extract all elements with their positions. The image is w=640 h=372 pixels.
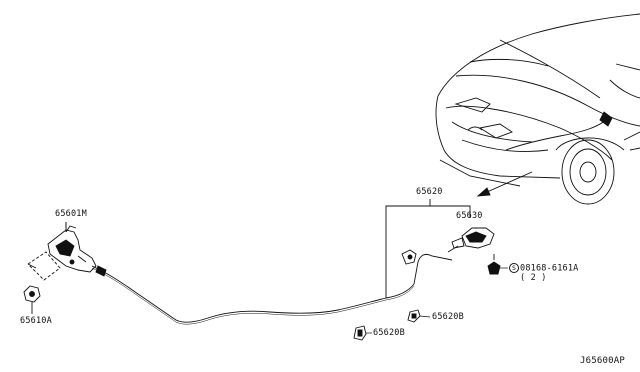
clip-65620B-right <box>408 310 420 322</box>
vehicle-front-illustration <box>436 14 640 204</box>
lock-striker-65610A <box>24 286 40 314</box>
label-bolt-qty: ( 2 ) <box>520 273 547 283</box>
location-arrow <box>476 172 532 197</box>
hood-lock-assembly <box>28 222 96 280</box>
bolt-part-number: 08168-6161A <box>520 263 579 274</box>
release-lever-65630 <box>448 228 494 252</box>
leader-lines <box>66 222 508 333</box>
bolt-symbol: S <box>509 263 519 273</box>
label-65620B-left: 65620B <box>373 328 405 338</box>
label-65601M: 65601M <box>55 209 87 219</box>
label-65630: 65630 <box>456 211 483 221</box>
bolt-08168-6161A <box>488 254 500 274</box>
diagram-id: J65600AP <box>580 356 625 366</box>
bracket-65620 <box>386 199 470 298</box>
release-cable <box>92 250 452 324</box>
label-65620: 65620 <box>416 187 443 197</box>
label-65610A: 65610A <box>20 316 52 326</box>
label-65620B-right: 65620B <box>432 312 464 322</box>
clip-65620B-lower <box>354 326 366 340</box>
